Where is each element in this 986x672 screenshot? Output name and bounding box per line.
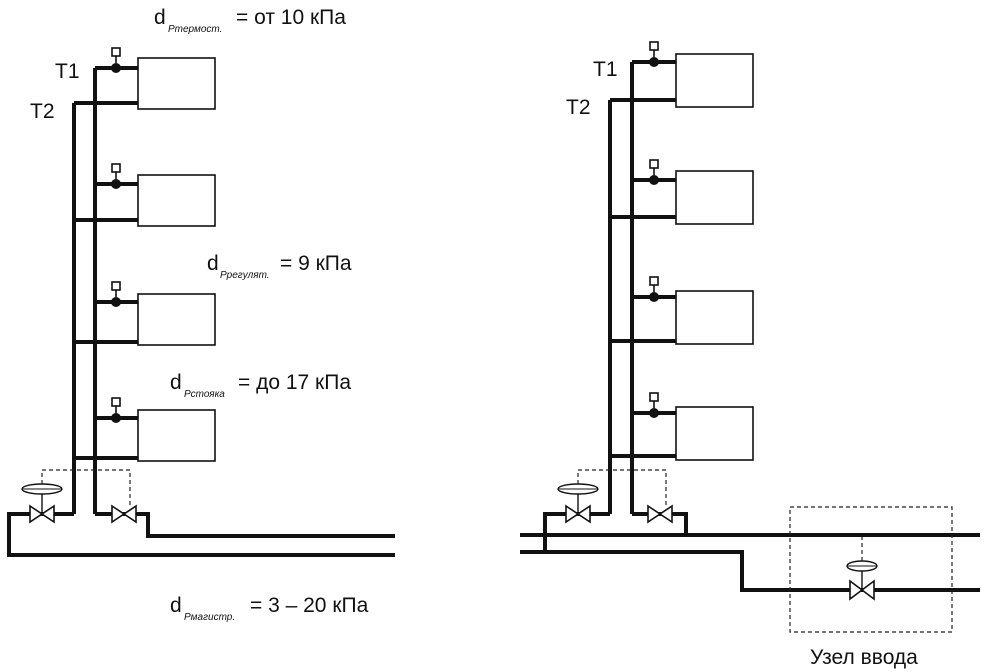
left-supply-branches [95, 66, 138, 420]
right-balancing-valve [647, 504, 673, 524]
svg-text:d: d [170, 371, 182, 394]
svg-text:d: d [170, 594, 182, 617]
left-impulse-line [41, 469, 131, 506]
svg-text:= 3 – 20 кПа: = 3 – 20 кПа [250, 594, 369, 617]
svg-text:Рстояка: Рстояка [184, 389, 225, 400]
right-radiator-1 [675, 53, 754, 108]
svg-text:= 9 кПа: = 9 кПа [280, 252, 352, 275]
svg-text:= от 10 кПа: = от 10 кПа [236, 6, 346, 29]
right-scheme: T1 T2 Узел ввода [520, 41, 980, 669]
left-balancing-valve [111, 504, 137, 524]
left-t2-label: T2 [30, 100, 55, 123]
left-scheme: T1 T2 d Ртермост. = от 10 кПа d Ррегулят… [7, 6, 395, 623]
right-radiator-2 [675, 170, 754, 225]
right-thermostat-valves [649, 41, 659, 418]
right-radiator-4 [675, 406, 754, 461]
right-main-lower [520, 550, 980, 592]
svg-text:Ррегулят.: Ррегулят. [220, 270, 270, 281]
right-impulse-line [577, 469, 667, 506]
inlet-unit-regulator [846, 560, 878, 601]
dp-regulator-label: d Ррегулят. = 9 кПа [207, 252, 352, 281]
inlet-unit-label: Узел ввода [810, 646, 918, 669]
left-t1-label: T1 [55, 60, 80, 83]
left-radiator-4 [137, 409, 216, 462]
dp-thermostat-label: d Ртермост. = от 10 кПа [154, 6, 346, 35]
right-t2-label: T2 [566, 96, 591, 119]
inlet-unit-box [789, 506, 953, 633]
right-return-branches [610, 98, 676, 458]
svg-text:Ртермост.: Ртермост. [168, 24, 222, 35]
dp-main-label: d Рмагистр. = 3 – 20 кПа [170, 594, 369, 623]
svg-text:Рмагистр.: Рмагистр. [184, 612, 235, 623]
right-radiator-3 [675, 290, 754, 345]
left-return-branches [74, 101, 138, 460]
svg-text:d: d [154, 6, 166, 29]
left-main-supply [95, 512, 395, 538]
left-thermostat-valves [111, 47, 121, 423]
left-radiator-2 [137, 174, 216, 227]
right-t1-label: T1 [593, 58, 618, 81]
left-pressure-regulator [21, 483, 63, 524]
svg-text:d: d [207, 252, 219, 275]
left-radiator-1 [137, 57, 216, 110]
dp-riser-label: d Рстояка = до 17 кПа [170, 371, 351, 400]
right-main-supply-connection [632, 512, 688, 535]
right-supply-branches [632, 60, 676, 415]
svg-text:= до 17 кПа: = до 17 кПа [238, 371, 351, 394]
right-pressure-regulator [557, 483, 599, 524]
left-radiator-3 [137, 293, 216, 346]
